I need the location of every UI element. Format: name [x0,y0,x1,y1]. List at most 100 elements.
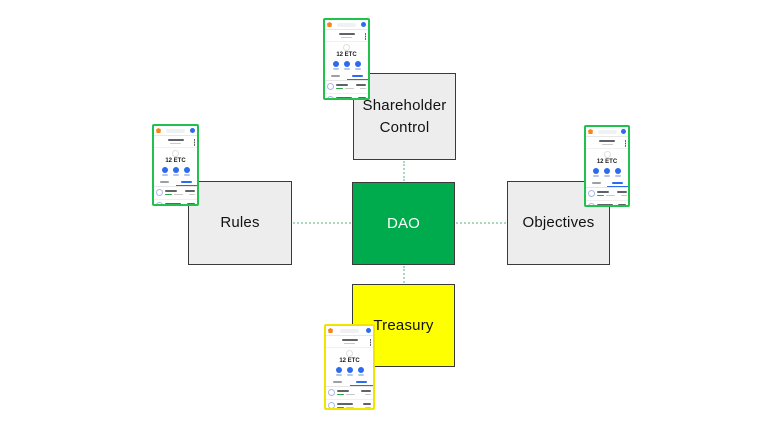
tab-activity [607,180,628,187]
transaction-list [325,81,368,98]
transaction-fiat [365,393,371,395]
kebab-menu-icon [624,140,626,142]
account-address-text [341,36,352,38]
send-label [604,175,610,177]
kebab-menu-icon [193,139,195,141]
transaction-fiat [189,193,195,195]
account-name-text [167,139,184,141]
node-treasury-label: Treasury [373,316,434,334]
tab-tokens-label [331,75,341,77]
account-name-text [341,339,358,341]
wallet-action-buttons [325,61,368,70]
swap-label [615,175,621,177]
wallet-header [586,127,628,137]
swap-label [354,68,361,70]
transaction-list [326,387,373,408]
transaction-title [597,191,609,193]
buy-label [332,68,339,70]
transaction-title [337,403,353,405]
transaction-text [597,191,615,196]
send-icon [343,61,350,67]
transaction-amounts [363,403,371,408]
transaction-row [326,400,373,408]
transaction-status [165,193,172,195]
transaction-amount [187,203,195,204]
tab-activity-label [351,74,363,77]
token-logo-icon [603,151,611,158]
transaction-amount [358,97,366,98]
send-action [343,61,350,70]
transaction-amounts [356,84,366,89]
buy-label [161,174,168,176]
swap-icon [357,367,364,373]
tab-tokens-label [333,381,343,383]
buy-action [332,61,339,70]
transaction-status [337,393,344,395]
transaction-icon [156,202,163,204]
wallet-header [326,326,373,336]
wallet-account-row [325,30,368,42]
transaction-row [326,387,373,400]
fox-logo-icon [156,128,161,133]
transaction-icon [328,389,335,396]
transaction-date [173,193,183,195]
send-action [346,367,353,376]
node-shareholder-control-label: Shareholder Control [362,96,447,136]
transaction-date [605,194,615,196]
tab-activity [349,379,373,386]
transaction-date [345,406,354,408]
send-label [172,174,179,176]
network-selector-pill [340,328,359,333]
transaction-row [154,200,197,204]
tab-activity [346,73,368,80]
swap-label [183,174,190,176]
wallet-balance: 12 ETC [339,358,360,364]
send-icon [604,168,610,174]
send-icon [346,367,353,373]
transaction-amount [185,190,195,192]
token-logo-icon [172,150,179,157]
fox-logo-icon [327,22,332,27]
wallet-header [154,126,197,136]
node-rules: Rules [188,181,292,265]
wallet-screenshot-shareholder: 12 ETC [323,18,370,100]
wallet-account-row [326,336,373,348]
transaction-row [154,187,197,200]
swap-label [357,374,364,376]
send-action [172,167,179,176]
node-dao-label: DAO [386,214,421,232]
transaction-amount [616,191,627,193]
buy-action [335,367,342,376]
tab-tokens [154,179,176,186]
send-icon [172,167,179,173]
buy-action [593,168,599,177]
transaction-icon [156,189,163,196]
swap-action [183,167,190,176]
swap-action [615,168,621,177]
account-avatar-icon [366,328,371,333]
wallet-header [325,20,368,30]
transaction-text [337,390,359,395]
transaction-amounts [187,203,195,204]
transaction-status [597,194,604,196]
token-logo-icon [346,350,353,357]
swap-icon [183,167,190,173]
wallet-screenshot-objectives: 12 ETC [584,125,630,207]
transaction-status [336,87,343,89]
transaction-title [165,190,177,192]
wallet-tabs [325,73,368,81]
transaction-icon [327,83,334,90]
transaction-amounts [358,97,366,98]
transaction-text [336,97,356,98]
account-avatar-icon [190,128,195,133]
transaction-text [165,203,185,204]
transaction-amounts [361,390,371,395]
transaction-title [165,203,181,204]
transaction-text [337,403,361,408]
tab-activity [175,179,197,186]
wallet-balance: 12 ETC [596,159,618,165]
connector-rules-dao [293,222,351,224]
transaction-status [337,406,344,408]
token-logo-icon [343,44,350,51]
